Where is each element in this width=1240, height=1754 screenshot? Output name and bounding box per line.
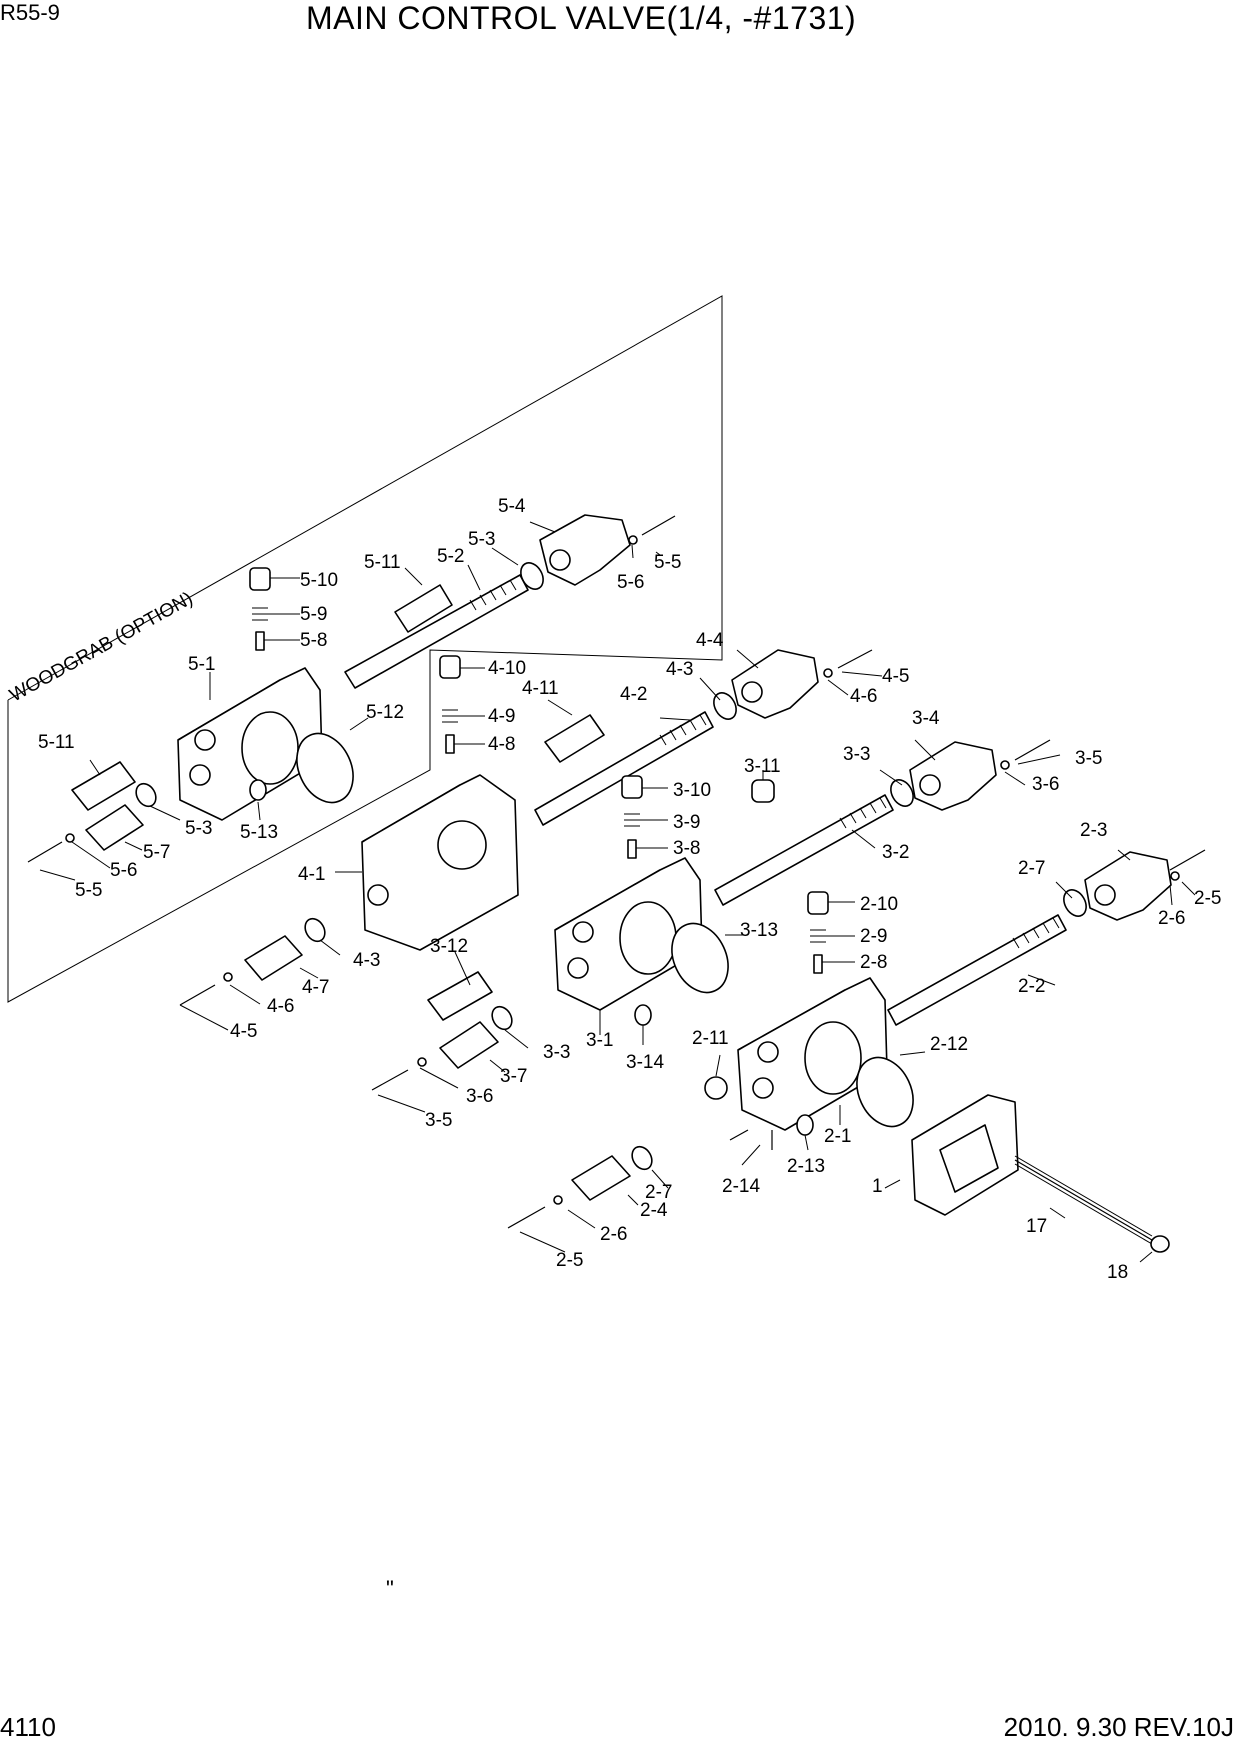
part-label: 5-4 bbox=[498, 496, 526, 517]
part-label: 5-13 bbox=[240, 822, 278, 843]
part-label: 5-5 bbox=[654, 552, 681, 573]
stray-mark: " bbox=[386, 1576, 394, 1601]
part-label: 3-6 bbox=[1032, 774, 1059, 795]
part-label: 18 bbox=[1107, 1262, 1128, 1283]
part-label: 2-5 bbox=[1194, 888, 1221, 909]
part-label: 3-7 bbox=[500, 1066, 527, 1087]
part-label: 4-6 bbox=[267, 996, 294, 1017]
page-title: MAIN CONTROL VALVE(1/4, -#1731) bbox=[306, 0, 857, 36]
part-label: 3-5 bbox=[1075, 748, 1102, 769]
option-box-outline bbox=[7, 295, 723, 1003]
part-label: 3-6 bbox=[466, 1086, 493, 1107]
part-label: 4-8 bbox=[488, 734, 515, 755]
part-label: 4-6 bbox=[850, 686, 877, 707]
part-label: 2-6 bbox=[600, 1224, 627, 1245]
part-label: 5-5 bbox=[75, 880, 102, 901]
part-label: 4-9 bbox=[488, 706, 515, 727]
part-label: 2-7 bbox=[645, 1182, 672, 1203]
part-label: 4-4 bbox=[696, 630, 724, 651]
page-number: 4110 bbox=[0, 1712, 56, 1742]
part-label: 5-7 bbox=[143, 842, 170, 863]
part-label: 3-10 bbox=[673, 780, 711, 801]
option-box-label: WOODGRAB (OPTION) bbox=[6, 588, 196, 706]
part-label: 4-2 bbox=[620, 684, 647, 705]
part-label: 4-5 bbox=[230, 1021, 257, 1042]
part-label: 5-12 bbox=[366, 702, 404, 723]
part-label: 2-6 bbox=[1158, 908, 1185, 929]
model-number: R55-9 bbox=[0, 0, 60, 25]
part-label: 2-10 bbox=[860, 894, 898, 915]
part-label: 3-9 bbox=[673, 812, 700, 833]
part-label: 5-11 bbox=[38, 732, 75, 753]
section-3-parts bbox=[371, 739, 1051, 1091]
part-label: 5-3 bbox=[468, 529, 495, 550]
part-label: 2-4 bbox=[640, 1200, 668, 1221]
part-label: 3-8 bbox=[673, 838, 700, 859]
part-label: 5-9 bbox=[300, 604, 327, 625]
part-label: 5-6 bbox=[110, 860, 137, 881]
part-label: 4-11 bbox=[522, 678, 559, 699]
part-label: 4-3 bbox=[353, 950, 380, 971]
section-4-parts bbox=[179, 649, 873, 1006]
part-label: 5-11 bbox=[364, 552, 401, 573]
part-label: 3-4 bbox=[912, 708, 940, 729]
part-label: 5-10 bbox=[300, 570, 338, 591]
part-label: 5-1 bbox=[188, 654, 215, 675]
part-label: 2-3 bbox=[1080, 820, 1107, 841]
part-label: 2-9 bbox=[860, 926, 887, 947]
part-label: 3-3 bbox=[843, 744, 870, 765]
part-labels: 5-4 5-3 5-5 5-6 5-11 5-2 5-10 5-9 5-8 5-… bbox=[38, 496, 1221, 1283]
part-label: 4-5 bbox=[882, 666, 909, 687]
part-label: 2-5 bbox=[556, 1250, 583, 1271]
part-label: 17 bbox=[1026, 1216, 1047, 1237]
part-label: 2-12 bbox=[930, 1034, 968, 1055]
part-label: 4-1 bbox=[298, 864, 325, 885]
part-label: 5-8 bbox=[300, 630, 327, 651]
leader-lines bbox=[39, 521, 1196, 1263]
end-plate-and-tierod bbox=[911, 1094, 1170, 1253]
part-label: 2-1 bbox=[824, 1126, 851, 1147]
part-label: 3-13 bbox=[740, 920, 778, 941]
part-label: 3-12 bbox=[430, 936, 468, 957]
part-label: 5-6 bbox=[617, 572, 644, 593]
part-label: 3-2 bbox=[882, 842, 909, 863]
part-label: 2-8 bbox=[860, 952, 887, 973]
part-label: 3-1 bbox=[586, 1030, 613, 1051]
part-label: 1 bbox=[872, 1176, 883, 1197]
section-2-parts bbox=[507, 849, 1206, 1229]
part-label: 2-11 bbox=[692, 1028, 729, 1049]
part-label: 4-10 bbox=[488, 658, 526, 679]
part-label: 3-14 bbox=[626, 1052, 664, 1073]
part-label: 3-5 bbox=[425, 1110, 452, 1131]
part-label: 2-14 bbox=[722, 1176, 760, 1197]
date-revision: 2010. 9.30 REV.10J bbox=[1003, 1712, 1234, 1742]
part-label: 3-11 bbox=[744, 756, 781, 777]
part-label: 2-2 bbox=[1018, 976, 1045, 997]
part-label: 2-13 bbox=[787, 1156, 825, 1177]
part-label: 4-3 bbox=[666, 659, 693, 680]
part-label: 4-7 bbox=[302, 977, 329, 998]
section-5-parts bbox=[27, 514, 676, 863]
part-label: 5-3 bbox=[185, 818, 212, 839]
part-label: 2-7 bbox=[1018, 858, 1045, 879]
part-label: 3-3 bbox=[543, 1042, 570, 1063]
part-label: 5-2 bbox=[437, 546, 464, 567]
